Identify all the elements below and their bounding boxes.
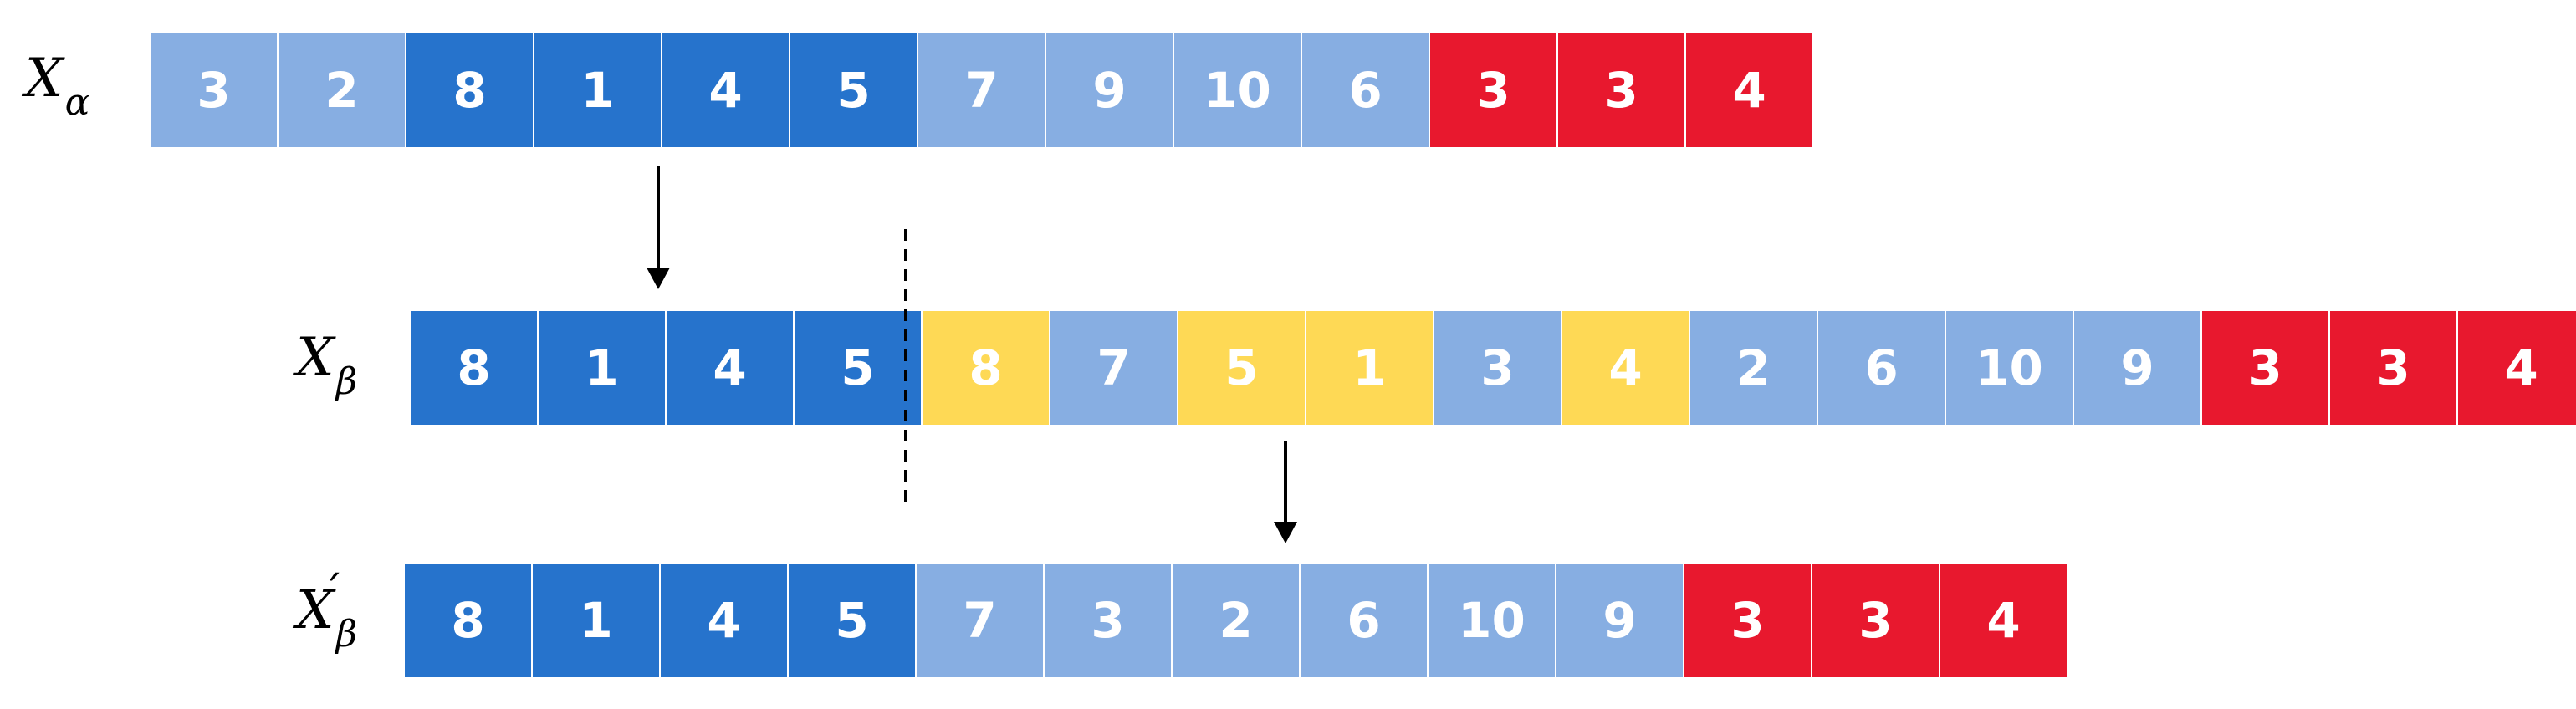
label-subscript: α	[64, 81, 90, 124]
sequence-cell: 4	[1686, 33, 1812, 147]
sequence-cell: 5	[1178, 311, 1305, 425]
sequence-cell: 10	[1174, 33, 1301, 147]
sequence-cell: 8	[411, 311, 537, 425]
sequence-cell: 1	[1306, 311, 1433, 425]
sequence-cell: 10	[1946, 311, 2073, 425]
sequence-cell: 9	[2074, 311, 2200, 425]
sequence-cell: 9	[1556, 564, 1683, 677]
sequence-cell: 6	[1302, 33, 1429, 147]
sequence-cell: 3	[1558, 33, 1684, 147]
row-label-x-alpha: Xα	[25, 52, 89, 121]
sequence-cell: 2	[1173, 564, 1299, 677]
sequence-cell: 1	[534, 33, 661, 147]
sequence-cell: 6	[1301, 564, 1427, 677]
sequence-cell: 8	[406, 33, 533, 147]
sequence-cell: 1	[533, 564, 659, 677]
label-prime-mark: ´	[321, 569, 343, 619]
label-main: X	[296, 327, 335, 389]
sequence-cell: 3	[1430, 33, 1556, 147]
sequence-cell: 7	[917, 564, 1043, 677]
sequence-cell: 3	[1812, 564, 1939, 677]
label-main: X	[296, 579, 335, 641]
sequence-cell: 4	[2458, 311, 2576, 425]
arrow-down-icon	[647, 166, 670, 289]
sequence-cell: 3	[1684, 564, 1811, 677]
sequence-cell: 10	[1429, 564, 1555, 677]
sequence-cell: 2	[1690, 311, 1817, 425]
sequence-cell: 6	[1818, 311, 1945, 425]
sequence-cell: 3	[1045, 564, 1171, 677]
sequence-cell: 3	[2330, 311, 2456, 425]
sequence-cell: 2	[279, 33, 405, 147]
sequence-cell: 4	[667, 311, 793, 425]
sequence-cell: 5	[790, 33, 917, 147]
sequence-cell: 9	[1046, 33, 1173, 147]
sequence-cell: 4	[661, 564, 787, 677]
sequence-cell: 3	[151, 33, 277, 147]
sequence-cell: 8	[923, 311, 1049, 425]
sequence-cell: 4	[662, 33, 789, 147]
sequence-cell: 5	[789, 564, 915, 677]
row-label-x-beta-prime: X´β	[296, 572, 357, 653]
sequence-cell: 3	[2202, 311, 2328, 425]
sequence-cell: 4	[1940, 564, 2067, 677]
row-label-x-beta: Xβ	[296, 331, 357, 400]
sequence-cell: 7	[1050, 311, 1177, 425]
label-subscript: β	[335, 613, 357, 655]
sequence-cell: 1	[539, 311, 665, 425]
label-subscript: β	[335, 360, 357, 403]
label-main: X	[25, 48, 64, 110]
arrow-down-icon	[1274, 441, 1297, 543]
sequence-cell: 4	[1562, 311, 1689, 425]
sequence-cell: 8	[405, 564, 531, 677]
sequence-cell: 7	[918, 33, 1045, 147]
sequence-cell: 5	[795, 311, 921, 425]
sequence-cell: 3	[1434, 311, 1561, 425]
